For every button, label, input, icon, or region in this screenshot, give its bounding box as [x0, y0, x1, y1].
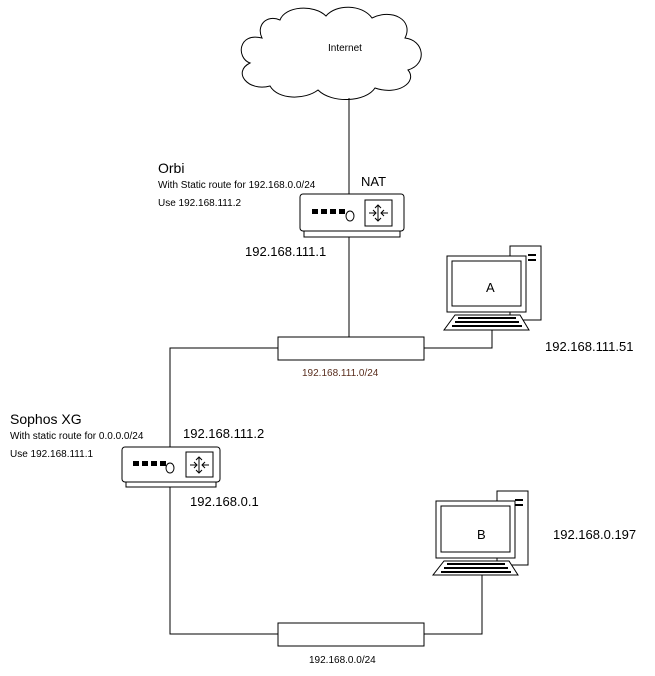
computer-b-icon — [431, 490, 529, 576]
sophos-wan-ip: 192.168.111.2 — [183, 426, 265, 441]
switch-top-subnet: 192.168.111.0/24 — [302, 368, 379, 379]
orbi-route-text: With Static route for 192.168.0.0/24 — [158, 180, 316, 191]
orbi-router-icon — [299, 193, 405, 238]
computer-b-label: B — [477, 527, 486, 542]
internet-label: Internet — [328, 43, 362, 54]
computer-a-icon — [443, 245, 542, 331]
sophos-route-text: With static route for 0.0.0.0/24 — [10, 431, 144, 442]
internet-cloud-icon — [240, 6, 422, 101]
computer-a-ip: 192.168.111.51 — [545, 339, 634, 354]
sophos-to-lan-switch-line — [169, 466, 278, 635]
connection-lines — [169, 98, 493, 635]
sophos-use-text: Use 192.168.111.1 — [10, 449, 94, 460]
computer-b-ip: 192.168.0.197 — [553, 527, 637, 542]
switch-bottom-subnet: 192.168.0.0/24 — [309, 655, 376, 666]
nat-label: NAT — [361, 174, 387, 189]
switch-bottom-icon — [277, 622, 425, 647]
lan-switch-to-computer-b-line — [424, 575, 483, 635]
sophos-lan-ip: 192.168.0.1 — [190, 494, 259, 509]
switch-to-sophos-line — [169, 347, 278, 448]
orbi-use-text: Use 192.168.111.2 — [158, 198, 242, 209]
orbi-name: Orbi — [158, 160, 185, 176]
switch-to-computer-a-line — [424, 330, 493, 349]
sophos-router-icon — [121, 446, 221, 488]
computer-a-label: A — [486, 280, 495, 295]
sophos-name: Sophos XG — [10, 411, 82, 427]
orbi-ip: 192.168.111.1 — [245, 244, 327, 259]
switch-top-icon — [277, 336, 425, 361]
